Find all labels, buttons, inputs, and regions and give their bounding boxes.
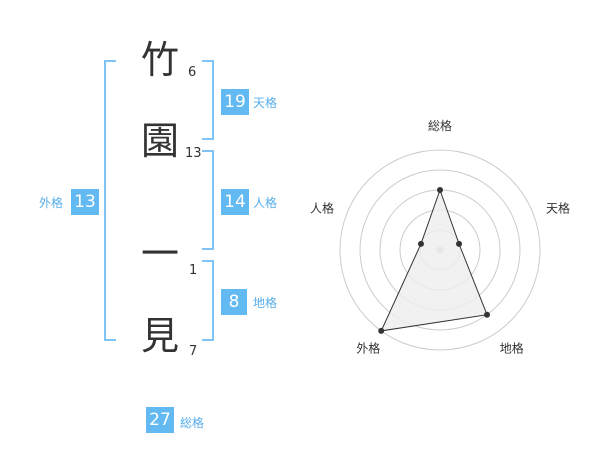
radar-point-5 — [417, 240, 424, 247]
radar-data-polygon — [380, 188, 488, 332]
jinkaku-label: 人格 — [253, 196, 278, 210]
stroke-count-1: 6 — [188, 65, 197, 80]
name-char-1: 竹 — [140, 38, 179, 82]
stroke-count-4: 7 — [189, 344, 198, 359]
chikaku-value-badge: 8 — [221, 289, 247, 315]
gaikaku-value-badge: 13 — [71, 189, 99, 215]
tenkaku-bracket — [202, 60, 214, 140]
gaikaku-bracket — [104, 60, 116, 341]
radar-axis-label: 地格 — [500, 341, 524, 356]
soukaku-label: 総格 — [180, 416, 205, 430]
gaikaku-label: 外格 — [39, 196, 64, 210]
radar-ring — [339, 149, 541, 351]
name-char-4: 見 — [140, 314, 179, 358]
radar-point-3 — [484, 311, 491, 318]
radar-point-2 — [456, 240, 463, 247]
chikaku-bracket — [202, 260, 214, 341]
radar-point-4 — [378, 327, 385, 334]
tenkaku-value-badge: 19 — [221, 89, 249, 115]
stroke-count-2: 13 — [185, 146, 202, 161]
chikaku-label: 地格 — [253, 296, 278, 310]
stroke-count-3: 1 — [189, 263, 198, 278]
jinkaku-bracket — [202, 150, 214, 250]
tenkaku-label: 天格 — [253, 96, 278, 110]
radar-ring — [359, 169, 521, 331]
name-char-3: 一 — [140, 232, 179, 276]
name-char-2: 園 — [140, 119, 179, 163]
radar-axis-label: 天格 — [546, 200, 570, 215]
radar-axis-label: 総格 — [428, 118, 452, 133]
radar-axis-label: 外格 — [356, 341, 380, 356]
radar-axis-label: 人格 — [310, 200, 334, 215]
soukaku-value-badge: 27 — [146, 407, 174, 433]
jinkaku-value-badge: 14 — [221, 189, 249, 215]
radar-point-1 — [437, 187, 443, 193]
